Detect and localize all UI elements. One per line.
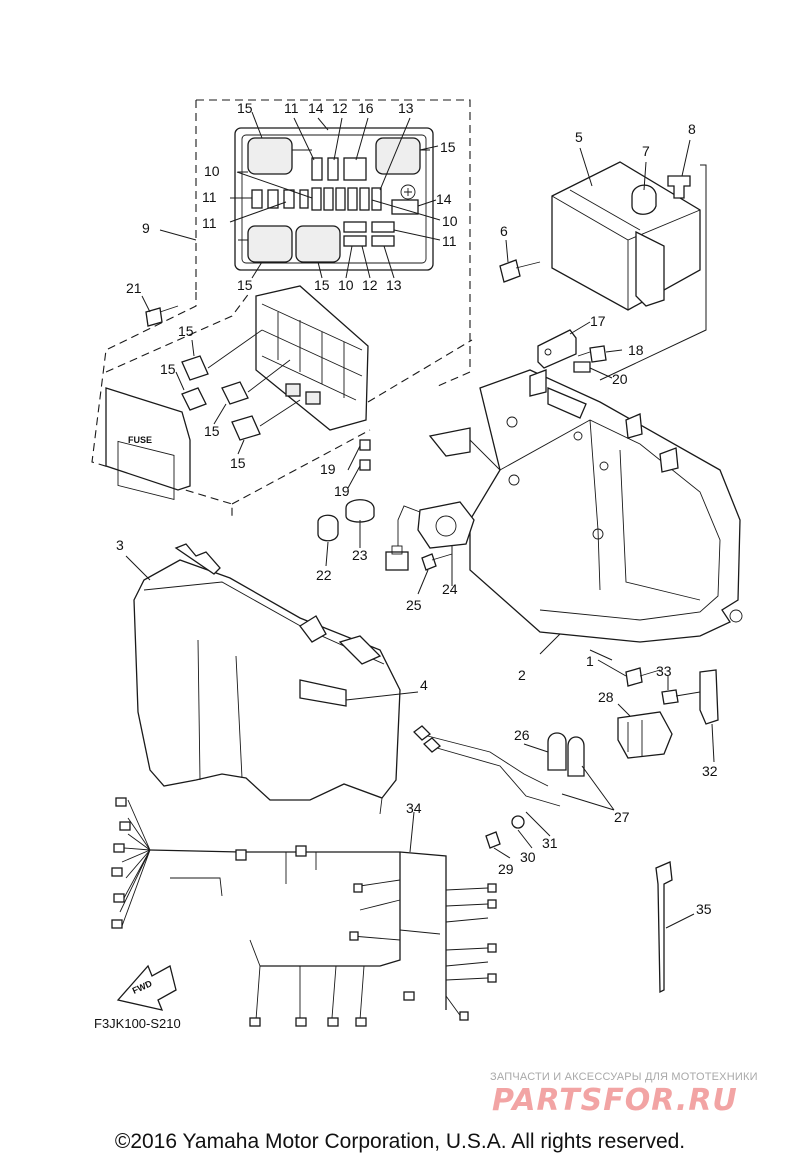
callout-15: 15	[230, 455, 246, 471]
callout-15: 15	[237, 277, 253, 293]
callout-11: 11	[202, 215, 217, 231]
callout-20: 20	[612, 371, 628, 387]
callout-12: 12	[362, 277, 378, 293]
callout-25: 25	[406, 597, 422, 613]
callout-28: 28	[598, 689, 614, 705]
callout-21: 21	[126, 280, 142, 296]
callout-13: 13	[386, 277, 402, 293]
callout-11: 11	[284, 100, 299, 116]
callout-labels: 15 11 14 12 16 13 15 10 11 14 11 10 11 9…	[116, 100, 718, 917]
callout-15: 15	[160, 361, 176, 377]
callout-1: 1	[586, 653, 594, 669]
callout-15: 15	[440, 139, 456, 155]
callout-6: 6	[500, 223, 508, 239]
copyright-footer: ©2016 Yamaha Motor Corporation, U.S.A. A…	[114, 1130, 686, 1153]
cable-tie	[655, 861, 695, 994]
callout-2: 2	[518, 667, 526, 683]
callout-19: 19	[320, 461, 336, 477]
callout-26: 26	[514, 727, 530, 743]
callout-30: 30	[520, 849, 536, 865]
watermark-caption: ЗАПЧАСТИ И АКСЕССУАРЫ ДЛЯ МОТОТЕХНИКИ	[490, 1071, 758, 1083]
callout-33: 33	[656, 663, 672, 679]
callout-35: 35	[696, 901, 712, 917]
cables-and-bracket	[413, 659, 719, 859]
sensor-assembly	[317, 499, 475, 595]
callout-9: 9	[142, 220, 150, 236]
fuse-box-detail	[159, 99, 471, 387]
callout-19: 19	[334, 483, 350, 499]
callout-23: 23	[352, 547, 368, 563]
callout-11: 11	[442, 233, 457, 249]
callout-13: 13	[398, 100, 414, 116]
callout-15: 15	[237, 100, 253, 116]
callout-15: 15	[204, 423, 220, 439]
wire-harness	[111, 797, 497, 1027]
callout-31: 31	[542, 835, 558, 851]
diagram-code: F3JK100-S210	[94, 1016, 181, 1031]
callout-5: 5	[575, 129, 583, 145]
electrical-box-cover	[125, 543, 419, 815]
fuse-box-assembly: FUSE	[91, 285, 473, 520]
callout-10: 10	[338, 277, 354, 293]
callout-3: 3	[116, 537, 124, 553]
callout-10: 10	[204, 163, 220, 179]
callout-14: 14	[308, 100, 324, 116]
mounting-tray	[428, 321, 743, 661]
callout-18: 18	[628, 342, 644, 358]
callout-7: 7	[642, 143, 650, 159]
callout-15: 15	[178, 323, 194, 339]
callout-24: 24	[442, 581, 458, 597]
callout-14: 14	[436, 191, 452, 207]
callout-11: 11	[202, 189, 217, 205]
callout-34: 34	[406, 800, 422, 816]
callout-16: 16	[358, 100, 374, 116]
callout-15: 15	[314, 277, 330, 293]
callout-17: 17	[590, 313, 606, 329]
callout-8: 8	[688, 121, 696, 137]
callout-4: 4	[420, 677, 428, 693]
ecu-unit	[499, 139, 707, 381]
callout-27: 27	[614, 809, 630, 825]
watermark-logo: PARTSFOR.RU	[492, 1083, 738, 1118]
callout-12: 12	[332, 100, 348, 116]
callout-32: 32	[702, 763, 718, 779]
callout-29: 29	[498, 861, 514, 877]
callout-10: 10	[442, 213, 458, 229]
callout-22: 22	[316, 567, 332, 583]
fuse-cover-label: FUSE	[128, 435, 152, 445]
fwd-arrow: FWD	[116, 964, 177, 1011]
